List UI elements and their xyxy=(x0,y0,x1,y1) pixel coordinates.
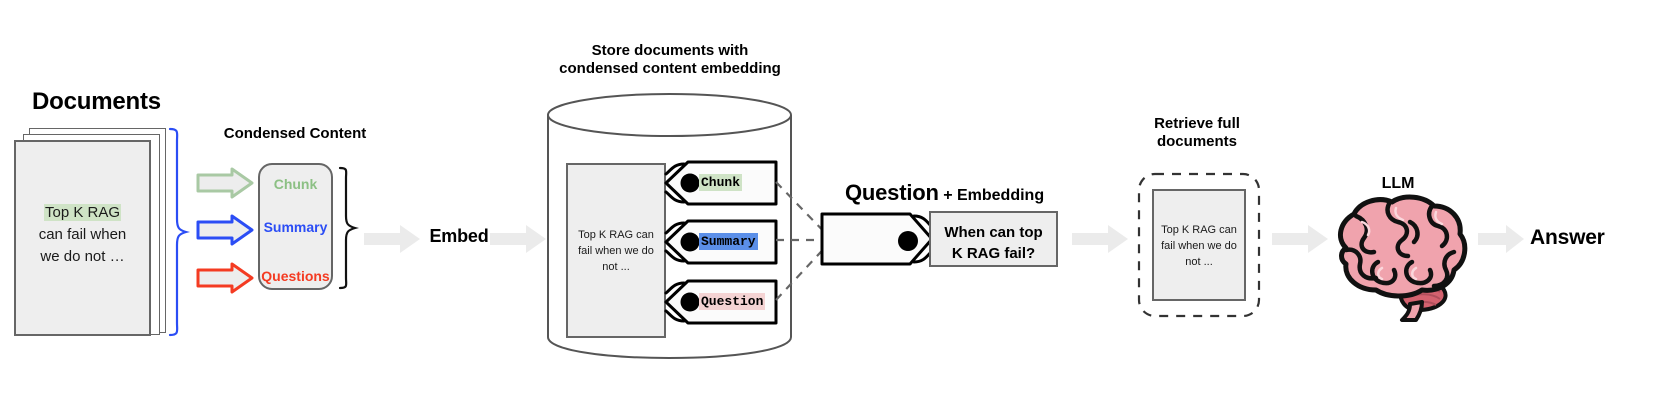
question-line-2: K RAG fail? xyxy=(951,245,1036,262)
answer-label: Answer xyxy=(1530,226,1605,249)
llm-input-arrow-icon xyxy=(1272,225,1328,253)
question-line-1: When can top xyxy=(944,224,1043,241)
answer-arrow-icon xyxy=(1478,225,1524,253)
store-heading: Store documents with condensed content e… xyxy=(548,42,792,78)
question-text-box xyxy=(929,211,1058,267)
store-heading-line2: condensed content embedding xyxy=(559,60,781,77)
condensed-content-box xyxy=(258,163,333,290)
document-line-3: we do not … xyxy=(40,248,125,265)
condensed-item-chunk: Chunk xyxy=(273,176,318,192)
embed-input-arrow-icon xyxy=(364,225,420,253)
question-embedding-heading: Question + Embedding xyxy=(845,180,1044,206)
documents-brace xyxy=(168,127,191,337)
document-page-front xyxy=(14,140,151,336)
question-embedding-tag-icon xyxy=(820,212,934,266)
tag-question-label: Question xyxy=(699,293,766,310)
questions-arrow-icon xyxy=(196,262,254,294)
question-heading-strong: Question xyxy=(845,180,939,205)
stored-doc-line-1: Top K RAG can xyxy=(578,229,654,241)
stored-document-text: Top K RAG can fail when we do not ... xyxy=(566,227,666,275)
document-body-text: Top K RAG can fail when we do not … xyxy=(14,202,151,268)
embed-output-arrow-icon xyxy=(490,225,546,253)
condensed-content-brace xyxy=(338,166,360,290)
condensed-content-heading: Condensed Content xyxy=(223,125,367,142)
embed-label: Embed xyxy=(429,226,489,246)
tag-chunk-label: Chunk xyxy=(699,174,743,191)
retrieved-document-page xyxy=(1152,189,1246,301)
stored-doc-line-2: fail when we do xyxy=(578,245,654,257)
retrieved-doc-line-1: Top K RAG can xyxy=(1161,224,1237,236)
retrieve-heading-line2: documents xyxy=(1156,133,1237,150)
retrieved-doc-line-2: fail when we do xyxy=(1161,240,1237,252)
stored-document-page xyxy=(566,163,666,338)
brain-icon xyxy=(1337,194,1468,322)
question-heading-rest: + Embedding xyxy=(938,187,1045,204)
document-line-2: can fail when xyxy=(38,226,127,243)
condensed-item-questions: Questions xyxy=(261,268,330,284)
retrieve-dashed-container xyxy=(1137,172,1261,318)
stored-doc-line-3: not ... xyxy=(602,261,630,273)
retrieved-doc-line-3: not ... xyxy=(1185,256,1213,268)
llm-label: LLM xyxy=(1381,175,1415,192)
retrieve-heading-line1: Retrieve full xyxy=(1154,115,1240,132)
condensed-item-summary: Summary xyxy=(263,219,328,235)
tag-summary-label: Summary xyxy=(699,233,758,250)
retrieve-heading: Retrieve full documents xyxy=(1122,115,1272,151)
store-heading-line1: Store documents with xyxy=(591,42,749,59)
retrieve-input-arrow-icon xyxy=(1072,225,1128,253)
retrieved-document-text: Top K RAG can fail when we do not ... xyxy=(1152,222,1246,270)
question-text: When can top K RAG fail? xyxy=(929,222,1058,264)
document-highlight-text: Top K RAG xyxy=(43,204,122,221)
summary-arrow-icon xyxy=(196,214,254,246)
documents-heading: Documents xyxy=(32,88,161,115)
chunk-arrow-icon xyxy=(196,167,254,199)
